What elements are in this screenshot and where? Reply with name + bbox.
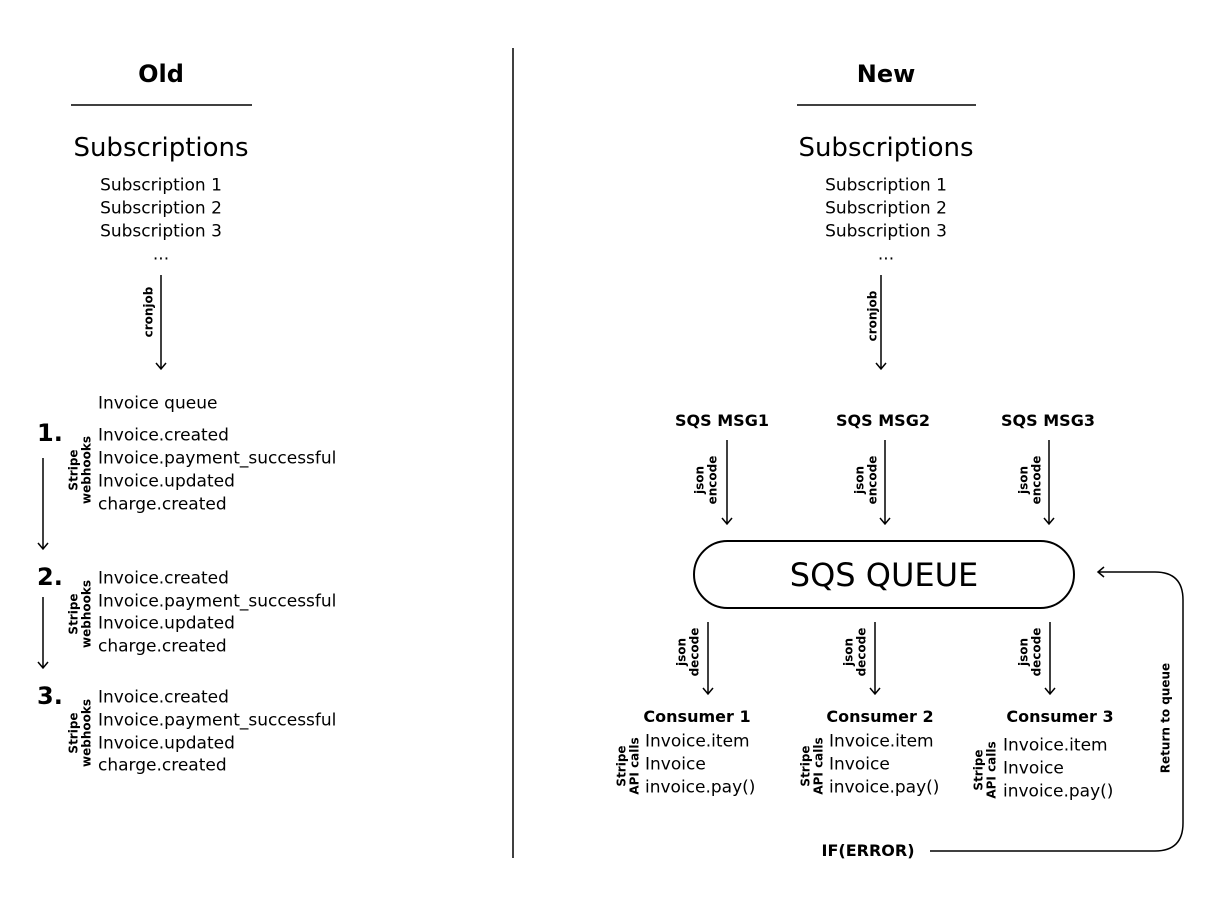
consumer-title: Consumer 3 (1006, 707, 1114, 726)
subscription-ellipsis: ... (152, 244, 170, 265)
subscription-item: Subscription 2 (825, 198, 947, 219)
event-item: charge.created (98, 636, 227, 657)
api-call-item: Invoice (1003, 758, 1064, 779)
sqs-queue-label: SQS QUEUE (789, 555, 979, 594)
return-to-queue-label: Return to queue (1158, 662, 1173, 774)
event-item: charge.created (98, 755, 227, 776)
subscription-item: Subscription 3 (825, 221, 947, 242)
invoice-queue-title: Invoice queue (98, 393, 218, 414)
api-call-item: Invoice (829, 754, 890, 775)
subscription-item: Subscription 1 (100, 175, 222, 196)
subscription-ellipsis: ... (877, 244, 895, 265)
subscription-item: Subscription 3 (100, 221, 222, 242)
sqs-message-2: SQS MSG2 (836, 411, 930, 430)
api-call-item: invoice.pay() (829, 777, 940, 798)
event-item: Invoice.payment_successful (98, 448, 337, 469)
step-number: 3. (37, 682, 63, 710)
api-call-item: Invoice.item (645, 731, 750, 752)
sqs-message-3: SQS MSG3 (1001, 411, 1095, 430)
event-item: Invoice.created (98, 568, 229, 589)
cronjob-label: cronjob (865, 290, 880, 342)
step-number: 1. (37, 419, 63, 447)
new-heading: New (856, 60, 916, 88)
api-call-item: Invoice.item (829, 731, 934, 752)
api-call-item: invoice.pay() (1003, 781, 1114, 802)
api-call-item: Invoice.item (1003, 735, 1108, 756)
event-item: Invoice.updated (98, 613, 235, 634)
consumer-title: Consumer 2 (826, 707, 934, 726)
sqs-message-1: SQS MSG1 (675, 411, 769, 430)
api-call-item: Invoice (645, 754, 706, 775)
event-item: Invoice.created (98, 687, 229, 708)
event-item: charge.created (98, 494, 227, 515)
if-error-label: IF(ERROR) (821, 841, 915, 860)
arrows (37, 275, 1184, 852)
cronjob-label: cronjob (141, 286, 156, 338)
api-call-item: invoice.pay() (645, 777, 756, 798)
old-subscriptions-title: Subscriptions (73, 133, 249, 163)
event-item: Invoice.payment_successful (98, 591, 337, 612)
subscription-item: Subscription 1 (825, 175, 947, 196)
event-item: Invoice.payment_successful (98, 710, 337, 731)
sqs-queue: SQS QUEUE (693, 540, 1075, 609)
consumer-title: Consumer 1 (643, 707, 751, 726)
old-heading: Old (138, 60, 184, 88)
event-item: Invoice.updated (98, 733, 235, 754)
subscription-item: Subscription 2 (100, 198, 222, 219)
event-item: Invoice.created (98, 425, 229, 446)
event-item: Invoice.updated (98, 471, 235, 492)
return-to-queue-arrow (930, 566, 1184, 852)
step-number: 2. (37, 563, 63, 591)
new-subscriptions-title: Subscriptions (798, 133, 974, 163)
